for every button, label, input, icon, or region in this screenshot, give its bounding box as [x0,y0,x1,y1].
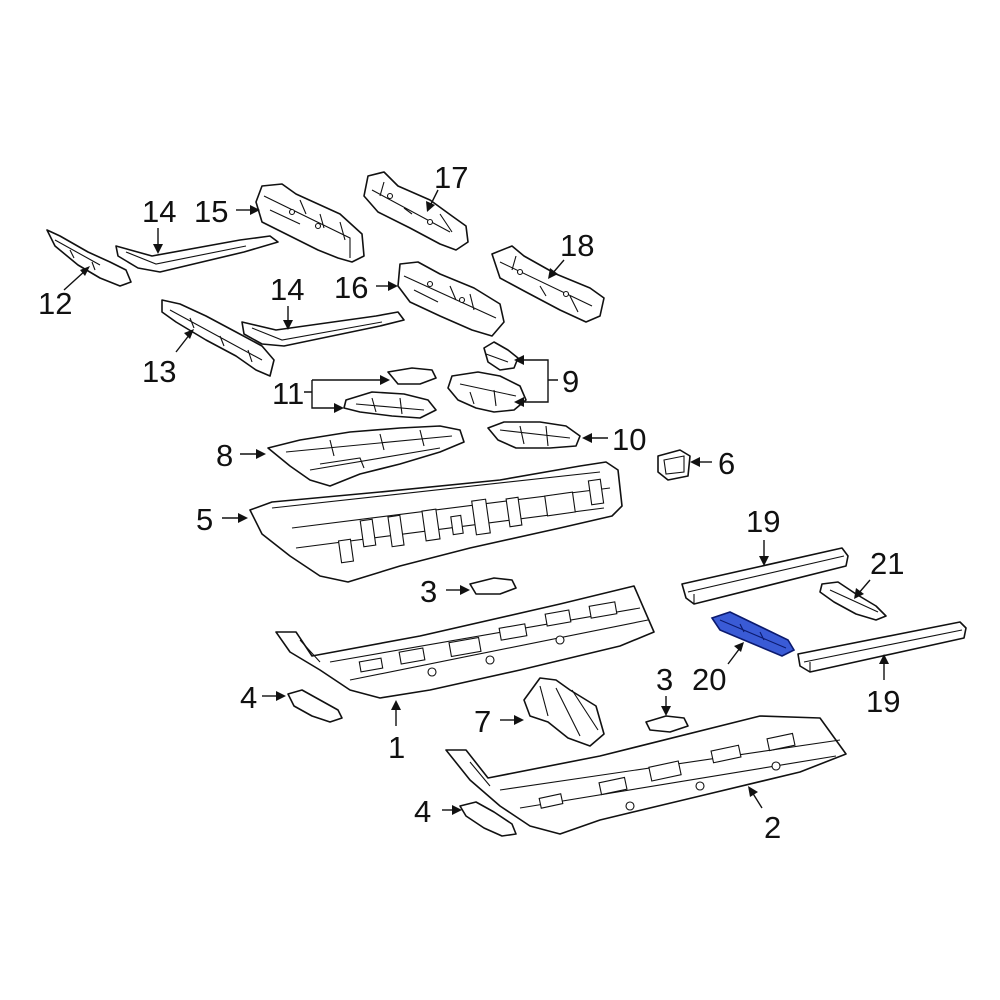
part-11[interactable] [343,367,437,419]
part-7[interactable] [523,677,605,747]
callout-19-upper: 19 [746,504,780,539]
callout-19-lower: 19 [866,684,900,719]
part-3-lower[interactable] [645,715,689,733]
part-14-upper[interactable] [115,235,279,273]
callout-3-upper: 3 [420,574,437,609]
part-16[interactable] [397,261,505,337]
callout-20: 20 [692,662,726,697]
part-17[interactable] [363,171,469,251]
part-6[interactable] [657,449,691,481]
callout-18: 18 [560,228,594,263]
part-20-highlighted[interactable] [710,611,796,657]
callout-21: 21 [870,546,904,581]
callout-14-upper: 14 [142,194,176,229]
callout-9: 9 [562,364,579,399]
part-19-lower[interactable] [797,621,967,673]
part-5[interactable] [249,461,623,583]
callout-14-lower: 14 [270,272,304,307]
part-21[interactable] [819,581,887,621]
callout-13: 13 [142,354,176,389]
callout-4-lower: 4 [414,794,431,829]
callout-5: 5 [196,502,213,537]
part-19-upper[interactable] [681,547,849,605]
part-12[interactable] [46,229,132,287]
part-8[interactable] [267,425,465,487]
callout-11: 11 [272,376,304,411]
part-15[interactable] [255,183,365,263]
callout-10: 10 [612,422,646,457]
callout-16: 16 [334,270,368,305]
callout-12: 12 [38,286,72,321]
callout-2: 2 [764,810,781,845]
part-10[interactable] [487,421,581,449]
part-4-lower[interactable] [459,801,517,837]
part-3-upper[interactable] [469,577,517,595]
part-18[interactable] [491,245,605,323]
callout-4-upper: 4 [240,680,257,715]
callout-8: 8 [216,438,233,473]
callout-15: 15 [194,194,228,229]
part-4-upper[interactable] [287,689,343,723]
part-14-lower[interactable] [241,311,405,347]
leader-lines [63,189,889,815]
part-13[interactable] [161,299,275,377]
callout-7: 7 [474,704,491,739]
callout-1: 1 [388,730,405,765]
callout-3-lower: 3 [656,662,673,697]
callout-labels: 1 2 3 3 4 4 5 6 7 8 9 10 11 12 13 14 14 … [38,160,904,845]
part-1[interactable] [275,585,655,699]
callout-17: 17 [434,160,468,195]
part-9[interactable] [447,341,527,413]
callout-6: 6 [718,446,735,481]
part-2[interactable] [445,715,847,835]
